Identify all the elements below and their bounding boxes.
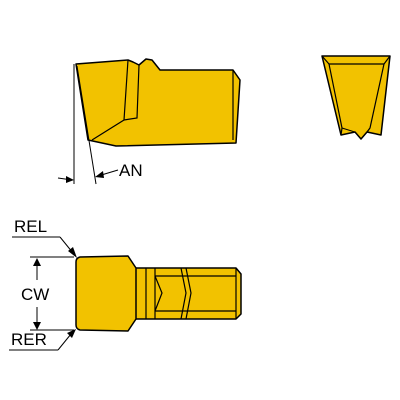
an-arrowhead-right — [95, 171, 104, 178]
cw-arrowhead-top — [33, 258, 41, 266]
end-view-facet-left — [321, 55, 343, 136]
end-view — [321, 55, 391, 140]
cw-arrowhead-bottom — [33, 322, 41, 330]
cw-label: CW — [21, 285, 49, 304]
an-arrowhead-left — [66, 176, 74, 183]
rer-leader — [57, 333, 72, 351]
shank-chevron-3 — [185, 267, 192, 320]
shank-chevron-2 — [180, 267, 187, 320]
end-view-tip — [341, 127, 371, 140]
rer-label: RER — [11, 330, 47, 349]
side-view-body — [75, 58, 241, 147]
rer-arrowhead — [67, 329, 76, 338]
top-view-head — [75, 255, 137, 332]
shank-chevron-1 — [154, 275, 163, 312]
rel-label: REL — [14, 217, 47, 236]
an-label: AN — [119, 161, 143, 180]
side-view-facet-2 — [123, 64, 140, 121]
end-view-body — [321, 55, 391, 140]
top-view: REL CW RER — [9, 217, 242, 351]
side-view: AN — [57, 58, 241, 185]
rel-arrowhead — [68, 247, 77, 258]
an-extension-angled — [76, 65, 97, 185]
